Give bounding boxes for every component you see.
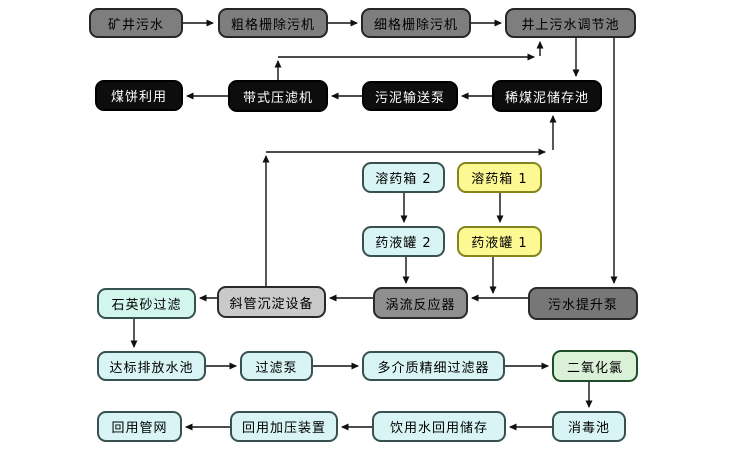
node-reuse-booster: 回用加压装置 bbox=[230, 411, 338, 442]
node-coarse-screen: 粗格栅除污机 bbox=[218, 8, 328, 38]
node-solution-tank-1: 药液罐 1 bbox=[457, 226, 542, 257]
node-surface-regulating-tank: 井上污水调节池 bbox=[505, 8, 636, 38]
node-solution-tank-2: 药液罐 2 bbox=[362, 226, 445, 257]
node-dissolving-tank-2: 溶药箱 2 bbox=[362, 162, 445, 193]
node-belt-filter-press: 带式压滤机 bbox=[228, 80, 328, 112]
node-sludge-transfer-pump: 污泥输送泵 bbox=[362, 81, 458, 111]
node-drinking-reuse-storage: 饮用水回用储存 bbox=[372, 411, 506, 442]
node-coal-cake-use: 煤饼利用 bbox=[95, 80, 183, 111]
node-discharge-tank: 达标排放水池 bbox=[97, 351, 206, 381]
node-filter-pump: 过滤泵 bbox=[240, 351, 313, 381]
node-reuse-pipe-network: 回用管网 bbox=[97, 411, 182, 442]
node-mine-wastewater: 矿井污水 bbox=[89, 8, 183, 38]
node-disinfection-tank: 消毒池 bbox=[552, 411, 626, 442]
node-dissolving-tank-1: 溶药箱 1 bbox=[457, 162, 542, 193]
node-quartz-sand-filter: 石英砂过滤 bbox=[97, 288, 196, 319]
node-inclined-tube-settler: 斜管沉淀设备 bbox=[217, 286, 326, 318]
node-vortex-reactor: 涡流反应器 bbox=[373, 287, 468, 319]
node-chlorine-dioxide: 二氧化氯 bbox=[552, 350, 638, 382]
node-multimedia-fine-filter: 多介质精细过滤器 bbox=[362, 351, 505, 381]
node-sewage-lift-pump: 污水提升泵 bbox=[528, 287, 638, 320]
node-fine-screen: 细格栅除污机 bbox=[361, 8, 471, 38]
node-slurry-storage-tank: 稀煤泥储存池 bbox=[492, 80, 602, 112]
